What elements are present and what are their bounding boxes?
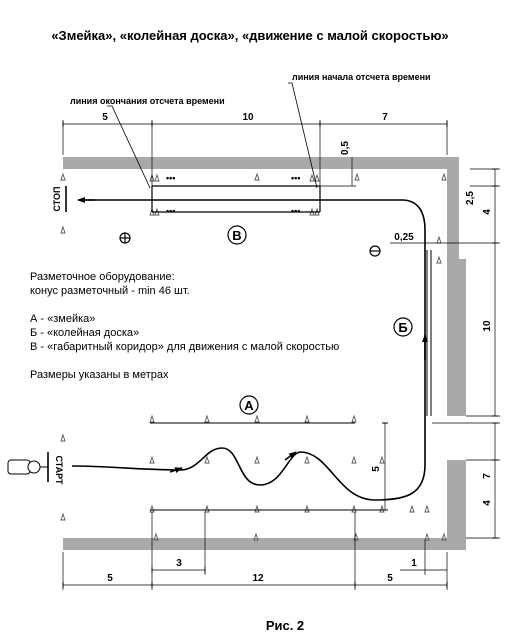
svg-text:•••: ••• — [166, 173, 175, 183]
dimension-lines — [62, 120, 500, 590]
zone-a-lines — [150, 422, 385, 511]
start-label: СТАРТ — [54, 455, 64, 485]
zone-v-corridor — [151, 185, 321, 213]
dim-top-middle: 10 — [242, 112, 254, 123]
legend-cones: конус разметочный - min 46 шт. — [30, 285, 190, 297]
svg-text:•••: ••• — [166, 206, 175, 216]
dim-bottom-3: 3 — [176, 558, 182, 569]
legend-item-v: В - «габаритный коридор» для движения с … — [30, 341, 340, 353]
dim-top-offset: 0,5 — [340, 141, 351, 155]
zone-b-ruts — [426, 250, 432, 416]
dim-bottom-1: 1 — [411, 558, 417, 569]
legend-item-a: А - «змейка» — [30, 313, 96, 325]
right-wall-upper — [447, 157, 459, 259]
vehicle-icon — [7, 459, 48, 475]
svg-text:•••: ••• — [291, 173, 300, 183]
right-wall-lower — [447, 460, 466, 550]
zone-a-circle — [239, 395, 259, 415]
dim-bottom-12: 12 — [252, 573, 264, 584]
timing-lines — [107, 82, 318, 189]
legend-item-b: Б - «колейная доска» — [30, 327, 140, 339]
trajectory — [71, 197, 428, 501]
legend-units-note: Размеры указаны в метрах — [30, 369, 169, 381]
cone-dots: ••• ••• ••• ••• — [166, 173, 300, 216]
dim-right-lower-4: 4 — [482, 500, 493, 506]
dim-snake-gap: 5 — [371, 466, 382, 472]
zone-markers — [119, 225, 413, 415]
figure-title: «Змейка», «колейная доска», «движение с … — [51, 28, 449, 43]
zone-a-label: А — [244, 398, 254, 413]
dim-right-middle: 10 — [482, 320, 493, 332]
cone-markers — [60, 172, 447, 541]
dim-right-upper-a: 2,5 — [465, 191, 476, 205]
dim-right-lower-7: 7 — [482, 473, 493, 479]
legend: Разметочное оборудование: конус разметоч… — [30, 270, 339, 382]
dim-right-upper-b: 4 — [482, 209, 493, 215]
top-wall — [63, 157, 459, 169]
zone-b-label: Б — [398, 320, 407, 335]
dim-top-left: 5 — [102, 112, 108, 123]
dim-bottom-left: 5 — [107, 573, 113, 584]
course-walls — [63, 157, 466, 550]
zone-v-circle — [227, 225, 247, 245]
zone-b-circle — [393, 317, 413, 337]
bottom-wall — [63, 538, 466, 550]
timing-start-label: линия начала отсчета времени — [292, 72, 431, 82]
figure-caption: Рис. 2 — [265, 618, 305, 633]
start-stop-lines — [47, 186, 67, 482]
zone-v-label: В — [232, 228, 241, 243]
dim-lane-offset: 0,25 — [394, 232, 414, 243]
dim-bottom-5: 5 — [387, 573, 393, 584]
snake-arrow-2 — [284, 451, 297, 461]
stop-label: СТОП — [52, 186, 62, 211]
svg-text:•••: ••• — [291, 206, 300, 216]
dim-top-right: 7 — [382, 112, 388, 123]
snake-arrow-1 — [169, 467, 183, 474]
timing-end-label: линия окончания отсчета времени — [70, 96, 225, 106]
legend-equipment-heading: Разметочное оборудование: — [30, 271, 175, 283]
right-wall-middle — [447, 259, 466, 416]
